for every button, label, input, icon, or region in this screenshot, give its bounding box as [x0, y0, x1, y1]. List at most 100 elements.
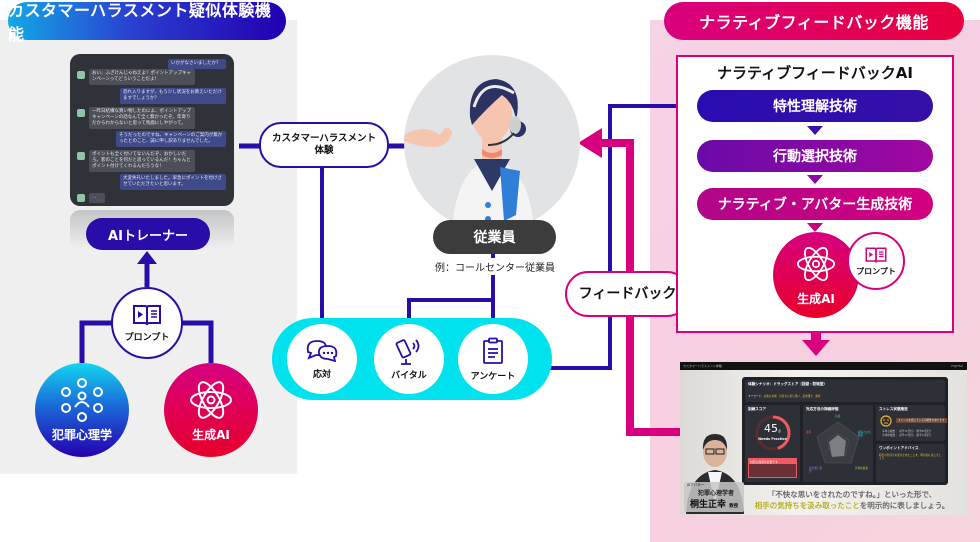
tech-narrative-avatar-generation: ナラティブ・アバター生成技術 — [697, 188, 933, 220]
ai-avatar-icon — [77, 194, 85, 202]
feedback-text: フィードバック — [578, 286, 677, 302]
stress-status: ストレスを感じている可能性があります — [896, 418, 947, 424]
arrow-feedback-to-employee — [578, 128, 602, 158]
caption-line-1: 「不快な思いをされたのですね。」といった形で、 — [767, 490, 937, 499]
measure-vital: バイタル — [374, 324, 444, 394]
criminal-psychology-node: 犯罪心理学 — [35, 363, 129, 457]
evaluation-card: 対応方法の詳細評価 共感 顧客との信頼度 具体的提案 話を聞く姿勢 謝罪 — [803, 405, 873, 482]
connector-measures-to-ai — [550, 104, 686, 370]
stress-row: 平均心拍数 ： 前半71回/分 後半82回/分 — [882, 430, 931, 433]
scenario-card: 体験シナリオ：ドラッグストア（回避・防衛型） キーワード：お客の立場、気持ちに寄… — [745, 380, 945, 402]
feedback-video-screenshot: カスタマーハラスメント体験 FUJITSU 体験シナリオ：ドラッグストア（回避・… — [680, 362, 967, 515]
generative-ai-node-left: 生成AI — [164, 363, 258, 457]
prompt-label: プロンプト — [124, 333, 170, 343]
generative-ai-label: 生成AI — [797, 291, 835, 306]
avatar-suffix: 教授 — [729, 504, 739, 509]
advice-highlight: 相手の気持ちを受け止めたことを、明示的に表しましょう — [879, 454, 942, 461]
generative-ai-label: 生成AI — [192, 427, 230, 442]
employee-illustration — [404, 55, 580, 231]
radar-chart — [816, 421, 860, 464]
ai-avatar-icon — [77, 152, 85, 160]
down-arrow-icon — [807, 175, 823, 184]
ai-avatar-icon — [77, 71, 85, 79]
radar-label: 具体的提案 — [855, 467, 868, 470]
atom-icon — [796, 246, 836, 281]
feedback-dashboard: 体験シナリオ：ドラッグストア（回避・防衛型） キーワード：お客の立場、気持ちに寄… — [742, 377, 948, 485]
narrative-feedback-ai-title: ナラティブフィードバックAI — [717, 64, 913, 82]
score-gauge-arc — [755, 415, 791, 451]
arrow-to-video — [802, 340, 830, 356]
tech-action-selection: 行動選択技術 — [697, 140, 933, 172]
score-number: 45 — [763, 422, 778, 435]
atom-icon — [190, 380, 232, 419]
stress-row: 平均呼吸数 ： 前半17回/分 後半15回/分 — [882, 434, 931, 437]
keyword-label: キーワード： — [748, 395, 764, 398]
measure-label: バイタル — [391, 371, 427, 381]
caption-rest: を明示的に表しましょう。 — [859, 501, 950, 510]
chat-message: 恐れ入りますが、もう少し状況をお教えいただけますでしょうか？ — [120, 88, 226, 104]
advice-title: ワンポイントアドバイス — [879, 446, 919, 450]
network-people-icon — [61, 377, 103, 422]
scenario-keywords: キーワード：お客の立場、気持ちに寄り添い、話を聞き、謝罪 — [748, 395, 820, 398]
radar-label: 謝罪 — [806, 431, 812, 434]
avatar-name: 桐生正幸 — [690, 500, 727, 510]
harassment-simulation-title: カスタマーハラスメント疑似体験機能 — [8, 1, 286, 44]
chat-window: いかがなさいましたか？ おい、ふざけんじゃねえよ！ポイントアップキャンペーンって… — [70, 54, 234, 206]
feedback-label: フィードバック — [565, 271, 690, 317]
chat-message: おい、ふざけんじゃねえよ！ポイントアップキャンペーンってどういうことだよ！ — [89, 69, 195, 85]
chat-message: 大変失礼いたしました。早急にポイントを付けさせていただきたいと思います。 — [120, 174, 226, 190]
employee-label: 従業員 — [433, 220, 556, 254]
neutral-face-icon — [880, 415, 892, 427]
score-unit: 点 — [777, 429, 781, 433]
stress-card: ストレス状態推定 ストレスを感じている可能性があります 平均心拍数 ： 前半71… — [876, 405, 947, 441]
keyword-values: お客の立場、気持ちに寄り添い、話を聞き、謝罪 — [763, 395, 821, 398]
radar-label: 共感 — [835, 415, 841, 418]
harassment-experience-text: カスタマーハラスメント 体験 — [271, 133, 377, 156]
caption-highlight: 相手の気持ちを汲み取ったこと — [754, 501, 860, 510]
generative-ai-node-right: 生成AI — [773, 232, 859, 318]
measure-survey: アンケート — [458, 324, 528, 394]
score-status: Needs Practice — [758, 437, 787, 441]
radar-label: 顧客との信頼度 — [858, 431, 871, 438]
avatar-title: 犯罪心理学者 — [698, 490, 735, 497]
book-icon — [133, 305, 161, 326]
caption-line-2: 相手の気持ちを汲み取ったことを明示的に表しましょう。 — [742, 500, 962, 511]
narrative-feedback-title: ナラティブフィードバック機能 — [664, 2, 964, 40]
criminal-psychology-label: 犯罪心理学 — [51, 427, 112, 442]
ai-trainer-label: AIトレーナー — [86, 218, 210, 250]
chat-message: ポイントも全く付いてないんだぞ、おかしいだろ。客のことを何だと思っているんだ！ち… — [89, 150, 195, 172]
measure-label: アンケート — [470, 371, 516, 382]
scenario-title: 体験シナリオ：ドラッグストア（回避・防衛型） — [748, 382, 828, 386]
chat-message: … — [89, 193, 105, 203]
prompt-label: プロンプト — [856, 266, 896, 276]
video-topbar: カスタマーハラスメント体験 FUJITSU — [680, 362, 967, 370]
chat-message: そうだったのですね、キャンペーンのご案内が無かったとのこと、誠に申し訳ありません… — [116, 131, 226, 147]
avatar-nameplate: AIアバター 犯罪心理学者 桐生正幸 教授 — [684, 482, 744, 512]
down-arrow-icon — [807, 126, 823, 135]
ai-avatar-icon — [77, 109, 85, 117]
brand-logo: FUJITSU — [951, 364, 963, 368]
advice-card: ワンポイントアドバイス 相手の気持ちを受け止めたことを、明示的に表しましょう — [876, 444, 945, 482]
score-alert: 対応に改善が必要です — [748, 458, 797, 478]
harassment-experience-label: カスタマーハラスメント 体験 — [259, 122, 389, 168]
score-alert-text: 対応に改善が必要です — [749, 459, 796, 464]
score-card: 訓練スコア 45点 Needs Practice 対応に改善が必要です — [745, 405, 800, 482]
measure-response: 応対 — [287, 324, 357, 394]
avatar-name-row: 桐生正幸 教授 — [690, 497, 738, 510]
evaluation-title: 対応方法の詳細評価 — [806, 407, 839, 411]
stress-title: ストレス状態推定 — [879, 407, 908, 411]
measure-label: 応対 — [312, 370, 331, 380]
chat-message: 一昨日結構な買い物したのによ、ポイントアップキャンペーンの話なんて全く無かったぞ… — [89, 107, 195, 129]
chat-message: いかがなさいましたか？ — [168, 59, 226, 69]
tech-characteristic-understanding: 特性理解技術 — [697, 90, 933, 122]
score-gauge — [755, 415, 791, 451]
vital-sensor-icon — [395, 339, 420, 365]
clipboard-icon — [483, 337, 503, 364]
avatar-role: AIアバター — [687, 483, 705, 487]
prompt-node-left: プロンプト — [111, 287, 183, 359]
radar-label: 話を聞く姿勢 — [809, 467, 822, 474]
book-icon — [865, 247, 887, 263]
score-title: 訓練スコア — [748, 407, 766, 411]
score-value: 45点 — [745, 422, 800, 435]
employee-example: 例：コールセンター従業員 — [435, 263, 555, 274]
